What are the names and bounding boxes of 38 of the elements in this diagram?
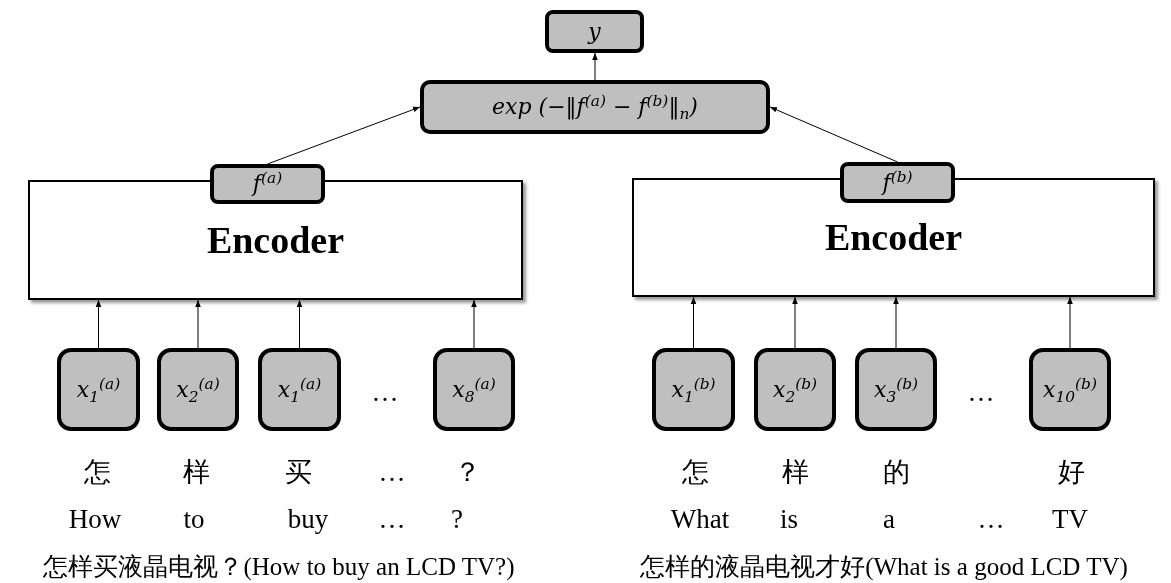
ellipsis: … [967,376,995,408]
word-label: 的 [882,456,910,489]
arrow [893,296,899,349]
word-label: 怎 [83,456,111,489]
arrow [792,296,798,349]
feature-box: f$^{(a)}$ [210,164,325,204]
ellipsis: … [378,503,406,535]
word-label: What [670,503,730,535]
word-label: 样 [182,456,210,489]
ellipsis: … [977,503,1005,535]
arrow [195,299,201,349]
sentence-caption: 怎样买液晶电视？(How to buy an LCD TV?) [43,551,515,583]
output-box: y [545,10,644,53]
word-label: How [68,503,122,535]
arrow [769,106,898,163]
arrow [296,299,303,349]
word-label: buy [287,503,329,535]
word-label: ？ [453,456,481,489]
word-label: ? [451,503,463,535]
word-label: 好 [1057,456,1085,489]
word-label: 样 [781,456,809,489]
arrow [471,299,477,349]
arrow [690,296,697,349]
similarity-box: exp (−‖f$^{(a)}$ − f$^{(b)}$‖$_{n}$) [420,80,770,134]
arrow [267,106,421,165]
word-label: to [183,503,205,535]
word-label: 怎 [681,456,709,489]
word-label: TV [1052,503,1088,535]
word-label: is [780,503,798,535]
arrow [1067,296,1073,349]
ellipsis: … [371,376,399,408]
ellipsis: … [378,456,406,488]
word-label: 买 [284,456,312,489]
feature-box: f$^{(b)}$ [840,162,955,203]
arrow [95,299,102,349]
sentence-caption: 怎样的液晶电视才好(What is a good LCD TV) [640,551,1128,583]
word-label: a [883,503,895,535]
arrow [592,52,598,81]
